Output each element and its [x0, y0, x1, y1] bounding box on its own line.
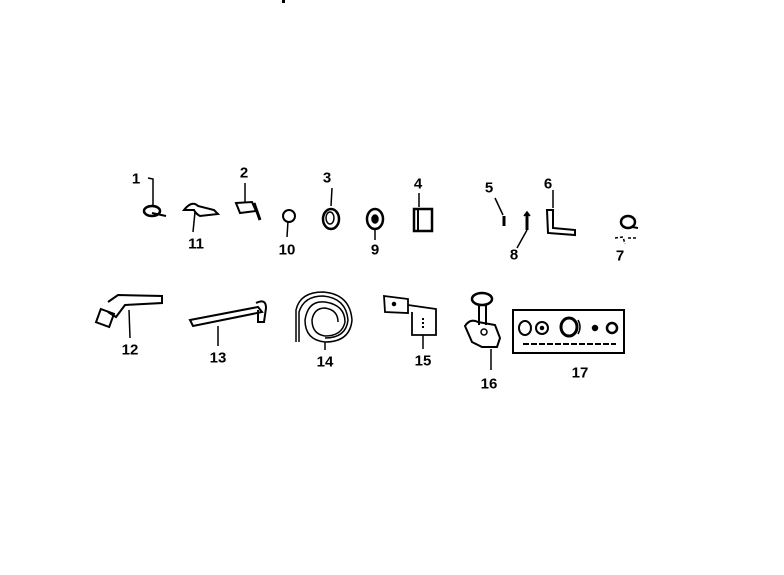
part-7-clip-icon — [614, 214, 639, 245]
part-17-kit-card-icon — [512, 309, 625, 354]
part-label-13: 13 — [209, 349, 227, 367]
part-label-4: 4 — [413, 175, 423, 193]
part-label-5: 5 — [484, 179, 494, 197]
part-8-screw-icon — [516, 210, 531, 249]
part-14-coil-tube-icon — [295, 291, 353, 350]
part-label-3: 3 — [322, 169, 332, 187]
part-label-1: 1 — [131, 170, 141, 188]
part-label-14: 14 — [316, 353, 334, 371]
part-label-16: 16 — [480, 375, 498, 393]
part-label-6: 6 — [543, 175, 553, 193]
part-2-bracket-icon — [234, 183, 262, 221]
top-mark — [282, 0, 285, 3]
part-label-8: 8 — [509, 246, 519, 264]
part-label-11: 11 — [188, 235, 204, 253]
part-6-angle-bracket-icon — [545, 190, 576, 237]
part-11-clamp-icon — [181, 202, 221, 233]
part-label-2: 2 — [239, 164, 249, 182]
part-3-grommet-icon — [321, 187, 341, 231]
part-12-elbow-tube-icon — [94, 293, 163, 339]
part-1-clip-icon — [142, 177, 167, 218]
part-9-washer-icon — [365, 207, 385, 240]
part-4-bracket-icon — [412, 193, 434, 233]
part-10-nut-icon — [282, 209, 296, 238]
part-label-9: 9 — [370, 241, 380, 259]
part-13-tube-icon — [188, 300, 268, 346]
part-label-7: 7 — [615, 247, 625, 265]
part-15-plate-bracket-icon — [383, 294, 437, 349]
part-16-valve-icon — [463, 291, 502, 370]
part-label-12: 12 — [121, 341, 139, 359]
part-label-10: 10 — [278, 241, 296, 259]
part-label-17: 17 — [571, 364, 589, 382]
part-label-15: 15 — [414, 352, 432, 370]
part-5-screw-icon — [494, 197, 506, 226]
